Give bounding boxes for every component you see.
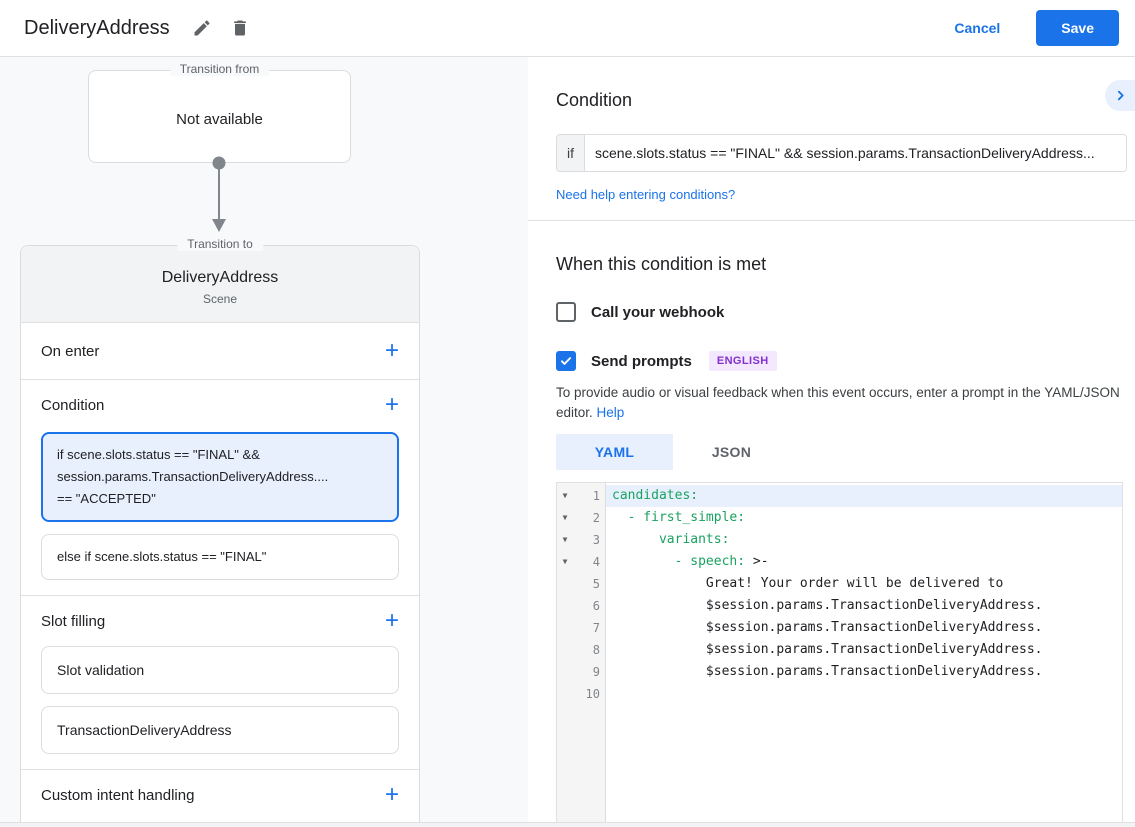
send-prompts-label[interactable]: Send prompts [591,352,692,370]
condition-card[interactable]: if scene.slots.status == "FINAL" &&sessi… [41,432,399,522]
save-button[interactable]: Save [1036,10,1119,46]
send-prompts-checkbox[interactable] [556,351,576,371]
condition-input-group: if [556,134,1127,172]
transition-from-label: Transition from [169,62,270,76]
on-enter-label: On enter [41,342,100,360]
cancel-button[interactable]: Cancel [948,19,1006,37]
add-custom-intent-button[interactable]: + [385,783,399,807]
webhook-row: Call your webhook [556,302,1135,322]
add-condition-button[interactable]: + [385,393,399,417]
code-line[interactable]: Great! Your order will be delivered to [612,575,1004,591]
editor-code-area[interactable]: candidates: - first_simple: variants: - … [606,483,1122,824]
code-line[interactable]: $session.params.TransactionDeliveryAddre… [612,641,1043,657]
add-on-enter-button[interactable]: + [385,339,399,363]
help-link[interactable]: Help [596,405,625,421]
scene-card-header: DeliveryAddress Scene [21,246,419,323]
transition-from-value: Not available [176,111,263,128]
line-number: 10 [585,686,600,701]
slot-filling-label: Slot filling [41,612,106,630]
panel-divider [528,220,1135,221]
editor-gutter: ▼ 1 ▼ 2 ▼ 3 ▼ 4 5 6 7 8 9 10 [557,482,606,824]
slot-card[interactable]: TransactionDeliveryAddress [41,706,399,754]
horizontal-scrollbar[interactable] [0,822,1135,827]
line-number: 4 [592,554,600,569]
tab-yaml[interactable]: YAML [556,433,673,470]
fold-triangle-down-icon[interactable]: ▼ [562,534,568,544]
yaml-code-editor[interactable]: ▼ 1 ▼ 2 ▼ 3 ▼ 4 5 6 7 8 9 10 candidates: - first_simp… [556,481,1123,825]
condition-help-link[interactable]: Need help entering conditions? [556,187,736,202]
plus-icon: + [384,607,399,634]
condition-section-label: Condition [41,396,105,414]
code-line[interactable]: - first_simple: [627,509,746,525]
if-prefix-label: if [557,135,585,171]
line-number: 7 [592,620,600,635]
call-webhook-label[interactable]: Call your webhook [591,303,725,321]
code-line[interactable]: - speech: >- [674,553,769,569]
condition-list: if scene.slots.status == "FINAL" &&sessi… [41,432,399,580]
transition-arrow [212,156,226,232]
page-title: DeliveryAddress [24,16,170,39]
condition-panel-title: Condition [556,90,633,110]
on-enter-row: On enter + [21,323,419,380]
language-badge: ENGLISH [708,351,777,371]
line-number: 2 [592,510,600,525]
scene-name: DeliveryAddress [161,269,279,286]
transition-to-label: Transition to [177,237,263,251]
when-condition-title: When this condition is met [556,254,767,274]
prompt-helper-text: To provide audio or visual feedback when… [556,383,1134,424]
code-line[interactable]: $session.params.TransactionDeliveryAddre… [612,597,1043,613]
chevron-right-icon [1114,89,1127,102]
tab-json[interactable]: JSON [673,434,790,470]
add-slot-button[interactable]: + [385,609,399,633]
custom-intent-row: Custom intent handling + [21,770,419,820]
line-number: 8 [592,642,600,657]
code-line[interactable]: variants: [658,531,730,547]
helper-text: To provide audio or visual feedback when… [556,385,1120,421]
delete-scene-button[interactable] [224,12,256,44]
transition-from-box: Transition from Not available [88,62,351,163]
plus-icon: + [384,391,399,418]
code-line[interactable]: $session.params.TransactionDeliveryAddre… [612,663,1043,679]
line-number: 1 [592,488,600,503]
line-number: 9 [592,664,600,679]
top-bar: DeliveryAddress Cancel Save [0,0,1135,57]
slot-card[interactable]: Slot validation [41,646,399,694]
title-group: DeliveryAddress [24,12,256,44]
trash-icon [230,18,250,38]
line-number: 6 [592,598,600,613]
plus-icon: + [384,337,399,364]
condition-card[interactable]: else if scene.slots.status == "FINAL" [41,534,399,580]
call-webhook-checkbox[interactable] [556,302,576,322]
line-number: 5 [592,576,600,591]
code-line[interactable] [606,683,1122,705]
line-number: 3 [592,532,600,547]
scene-type: Scene [202,292,238,306]
condition-section: Condition + if scene.slots.status == "FI… [21,380,419,596]
plus-icon: + [384,781,399,808]
fold-triangle-down-icon[interactable]: ▼ [562,512,568,522]
code-line[interactable]: candidates: [606,484,1122,507]
code-line[interactable]: $session.params.TransactionDeliveryAddre… [612,619,1043,635]
collapse-panel-button[interactable] [1105,80,1135,111]
fold-triangle-down-icon[interactable]: ▼ [562,490,568,500]
fold-triangle-down-icon[interactable]: ▼ [562,556,568,566]
scene-card: Transition to DeliveryAddress Scene On e… [20,237,420,822]
condition-detail-pane: Condition if Need help entering conditio… [528,57,1135,827]
scene-flow-pane: Transition from Not available Transition… [0,57,528,827]
condition-expression-input[interactable] [585,135,1126,171]
send-prompts-row: Send prompts ENGLISH [556,351,1135,371]
custom-intent-label: Custom intent handling [41,786,195,804]
edit-scene-button[interactable] [186,12,218,44]
pencil-icon [192,18,212,38]
topbar-actions: Cancel Save [948,10,1119,46]
